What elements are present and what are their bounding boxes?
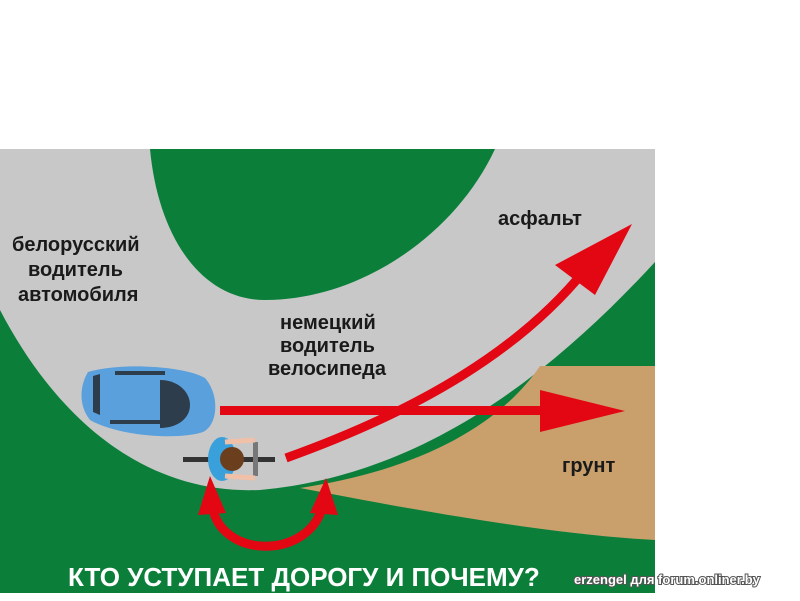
car-driver-line-1: белорусский	[12, 234, 140, 256]
cyclist	[183, 437, 275, 481]
cyclist-label: немецкий водитель велосипеда	[268, 312, 387, 380]
swap-arrow	[198, 476, 338, 551]
cyclist-line-3: велосипеда	[268, 358, 387, 380]
car-driver-line-3: автомобиля	[18, 284, 138, 306]
cyclist-line-2: водитель	[280, 335, 375, 357]
cyclist-line-1: немецкий	[280, 312, 376, 334]
watermark: erzengel для forum.onliner.by	[574, 572, 761, 587]
car-driver-label: белорусский водитель автомобиля	[12, 234, 145, 306]
title: КТО УСТУПАЕТ ДОРОГУ И ПОЧЕМУ?	[68, 562, 540, 592]
car-driver-line-2: водитель	[28, 259, 123, 281]
straight-arrow	[220, 390, 625, 432]
curved-arrow	[284, 224, 632, 463]
car	[81, 366, 216, 437]
dirt-label: грунт	[562, 455, 615, 477]
asphalt-label: асфальт	[498, 208, 582, 230]
